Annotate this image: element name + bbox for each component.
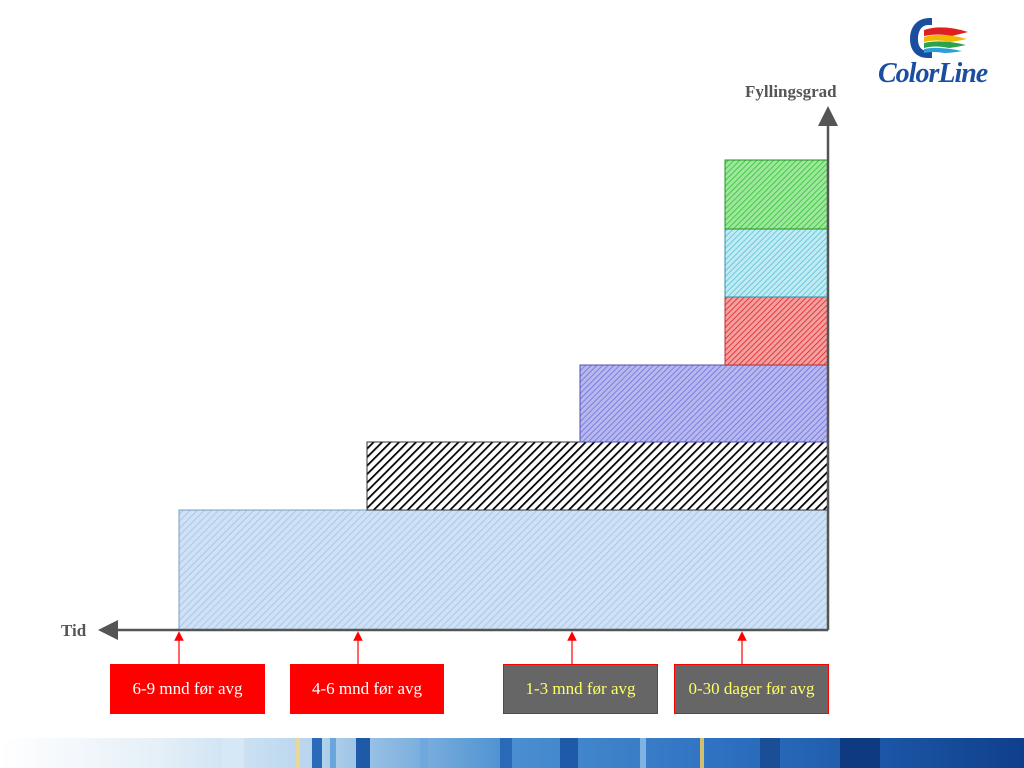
layer-cyan (724, 228, 829, 298)
period-label-0-30-days: 0-30 dager før avg (674, 664, 829, 714)
footer-band (0, 738, 1024, 768)
period-label-6-9-months: 6-9 mnd før avg (110, 664, 265, 714)
layer-base (178, 509, 829, 631)
layer-green (724, 159, 829, 230)
layer-black (366, 441, 829, 511)
period-label-1-3-months: 1-3 mnd før avg (503, 664, 658, 714)
y-axis-label: Fyllingsgrad (745, 82, 837, 101)
x-axis-label: Tid (61, 621, 87, 640)
layer-blue (579, 364, 829, 443)
period-label-4-6-months: 4-6 mnd før avg (290, 664, 444, 714)
layer-red (724, 296, 829, 366)
logo-text: ColorLine (878, 58, 988, 89)
color-line-logo (910, 18, 968, 58)
